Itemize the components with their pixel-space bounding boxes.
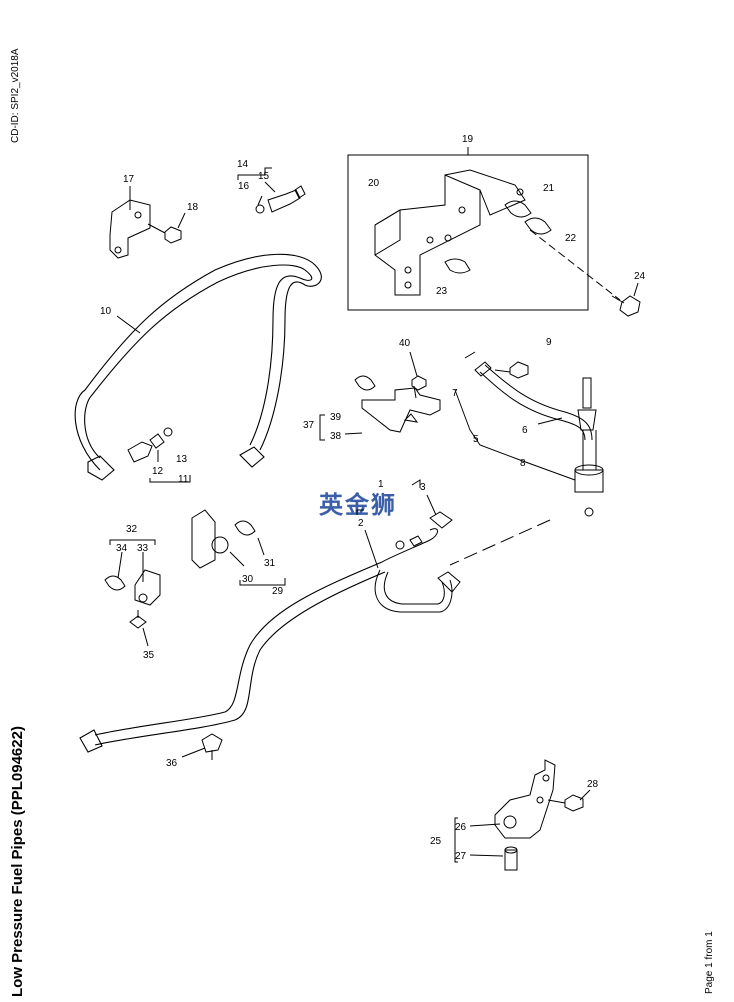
callout-2: 2 <box>358 518 364 529</box>
bracket-29 <box>239 578 286 586</box>
callout-labels: 1 2 3 5 6 7 8 9 10 11 12 13 14 15 16 17 … <box>100 134 646 862</box>
callout-39: 39 <box>330 412 342 423</box>
callout-33: 33 <box>137 543 149 554</box>
leader-36 <box>181 747 206 758</box>
callout-18: 18 <box>187 202 199 213</box>
callout-24: 24 <box>634 271 646 282</box>
callout-12: 12 <box>152 466 164 477</box>
bracket-37 <box>319 414 325 441</box>
leader-35 <box>142 627 149 647</box>
callout-26: 26 <box>455 822 467 833</box>
callout-20: 20 <box>368 178 380 189</box>
callout-27: 27 <box>455 851 467 862</box>
pipe-2 <box>374 511 461 613</box>
bracket-32 <box>109 539 156 545</box>
leader-7 <box>454 389 471 431</box>
leader-34 <box>117 551 123 579</box>
callout-10: 10 <box>100 306 112 317</box>
hose-10 <box>74 253 322 481</box>
connector-12 <box>127 427 173 463</box>
callout-7: 7 <box>452 388 458 399</box>
callout-8: 8 <box>520 458 526 469</box>
callout-5: 5 <box>473 434 479 445</box>
bracket-17 <box>109 199 182 259</box>
hose-main <box>79 561 386 753</box>
callout-35: 35 <box>143 650 155 661</box>
bracket-1 <box>356 509 364 515</box>
leader-27 <box>469 854 504 857</box>
callout-1: 1 <box>378 479 384 490</box>
callout-38: 38 <box>330 431 342 442</box>
leader-31 <box>257 537 265 556</box>
callout-17: 17 <box>123 174 135 185</box>
callout-16: 16 <box>238 181 250 192</box>
bracket-25 <box>494 759 584 871</box>
callout-14: 14 <box>237 159 249 170</box>
leader-3 <box>426 494 437 516</box>
leader-24 <box>633 282 639 297</box>
bracket-25-brace <box>454 817 458 863</box>
leader-dash-8 <box>449 519 551 566</box>
callout-30: 30 <box>242 574 254 585</box>
bracket-3 <box>411 479 421 488</box>
callout-34: 34 <box>116 543 128 554</box>
bolt-24 <box>611 295 641 317</box>
callout-31: 31 <box>264 558 276 569</box>
callout-36: 36 <box>166 758 178 769</box>
callout-29: 29 <box>272 586 284 597</box>
callout-40: 40 <box>399 338 411 349</box>
callout-21: 21 <box>543 183 555 194</box>
callout-37: 37 <box>303 420 315 431</box>
bracket-30 <box>191 509 256 569</box>
bracket-38 <box>354 375 441 433</box>
connector-15 <box>255 185 306 214</box>
filter-8 <box>574 377 604 517</box>
callout-19: 19 <box>462 134 474 145</box>
callout-23: 23 <box>436 286 448 297</box>
pipe-6 <box>464 351 593 441</box>
leader-38 <box>344 432 363 435</box>
callout-32: 32 <box>126 524 138 535</box>
leader-18 <box>177 212 186 229</box>
callout-28: 28 <box>587 779 599 790</box>
clip-36 <box>201 733 223 760</box>
leader-10 <box>116 315 141 334</box>
callout-13: 13 <box>176 454 188 465</box>
leader-28 <box>579 789 591 801</box>
leader-26 <box>469 823 501 827</box>
callout-22: 22 <box>565 233 577 244</box>
leader-8 <box>469 429 576 481</box>
bracket-assembly-19 <box>374 169 621 301</box>
leader-15 <box>264 181 276 193</box>
bracket-33 <box>104 569 161 629</box>
callout-15: 15 <box>258 171 270 182</box>
callout-6: 6 <box>522 425 528 436</box>
callout-3: 3 <box>420 482 426 493</box>
callout-9: 9 <box>546 337 552 348</box>
callout-25: 25 <box>430 836 442 847</box>
callout-11: 11 <box>178 474 189 485</box>
inset-box-19 <box>347 154 589 311</box>
bracket-14 <box>237 167 272 180</box>
leader-2 <box>364 529 379 569</box>
leader-6 <box>537 417 563 425</box>
leader-30 <box>229 551 245 567</box>
bracket-11 <box>149 475 191 483</box>
leader-40 <box>409 351 418 377</box>
leader-16 <box>257 195 263 206</box>
